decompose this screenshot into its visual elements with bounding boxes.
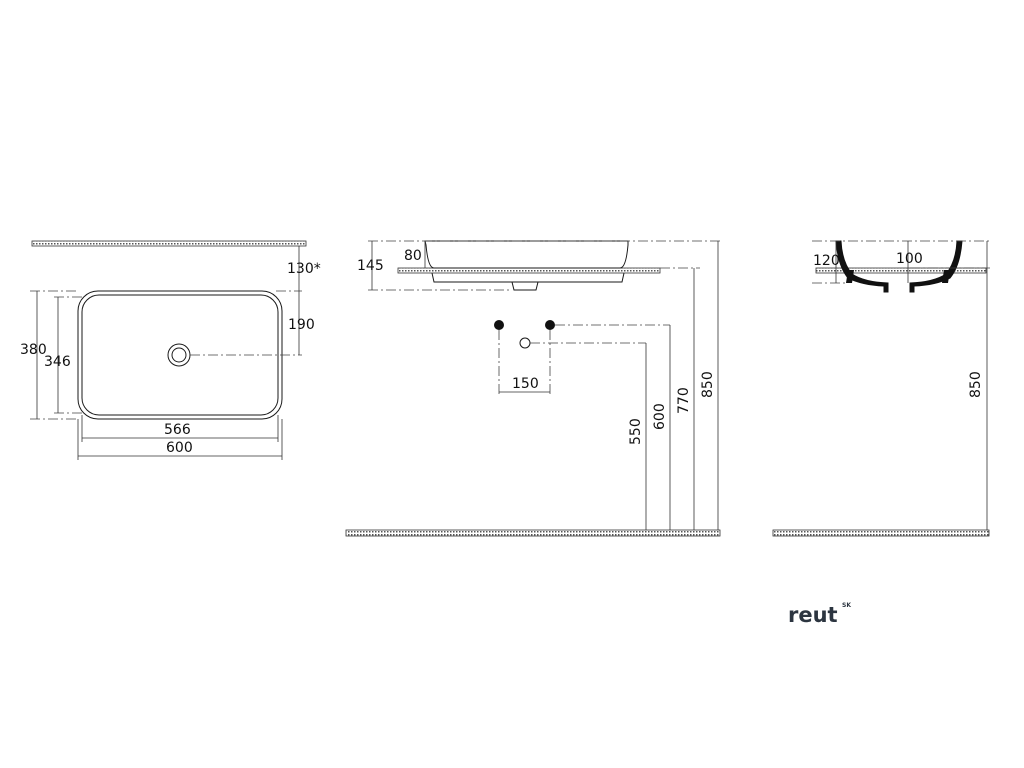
- dim-600: 600: [166, 440, 193, 456]
- waste-connection: [519, 337, 531, 349]
- countertop-top-view: [31, 240, 307, 247]
- dim-550: 550: [628, 418, 644, 445]
- side-view: 120 100 850: [772, 240, 992, 537]
- brand-suffix: SK: [842, 602, 851, 609]
- dim-150: 150: [512, 376, 539, 392]
- dim-380: 380: [20, 342, 47, 358]
- countertop-side-view: [815, 267, 987, 274]
- basin-outline-inner: [81, 294, 279, 416]
- dim-80: 80: [404, 248, 422, 264]
- dim-145: 145: [357, 258, 384, 274]
- dim-770: 770: [676, 387, 692, 414]
- brand-logo: reut SK: [788, 602, 851, 627]
- water-connection-right: [545, 320, 555, 330]
- front-view: 145 80 150 550 600 770 850: [345, 240, 722, 537]
- floor-side-view: [772, 529, 990, 537]
- basin-section-side: [835, 240, 889, 293]
- dim-190: 190: [288, 317, 315, 333]
- water-connection-left: [494, 320, 504, 330]
- dim-130: 130*: [287, 261, 321, 277]
- dim-850: 850: [700, 371, 716, 398]
- dim-850-side: 850: [968, 371, 984, 398]
- dim-600: 600: [652, 403, 668, 430]
- basin-profile-front: [424, 240, 629, 269]
- countertop-front-view: [397, 267, 661, 274]
- brand-name: reut: [788, 603, 838, 627]
- drain-inner: [171, 347, 187, 363]
- dim-566: 566: [164, 422, 191, 438]
- top-view: 130* 190 380 346 566 600: [20, 240, 321, 460]
- dim-120: 120: [813, 253, 840, 269]
- dim-346: 346: [44, 354, 71, 370]
- dim-100: 100: [896, 251, 923, 267]
- floor-front-view: [345, 529, 721, 537]
- drain-outer: [167, 343, 191, 367]
